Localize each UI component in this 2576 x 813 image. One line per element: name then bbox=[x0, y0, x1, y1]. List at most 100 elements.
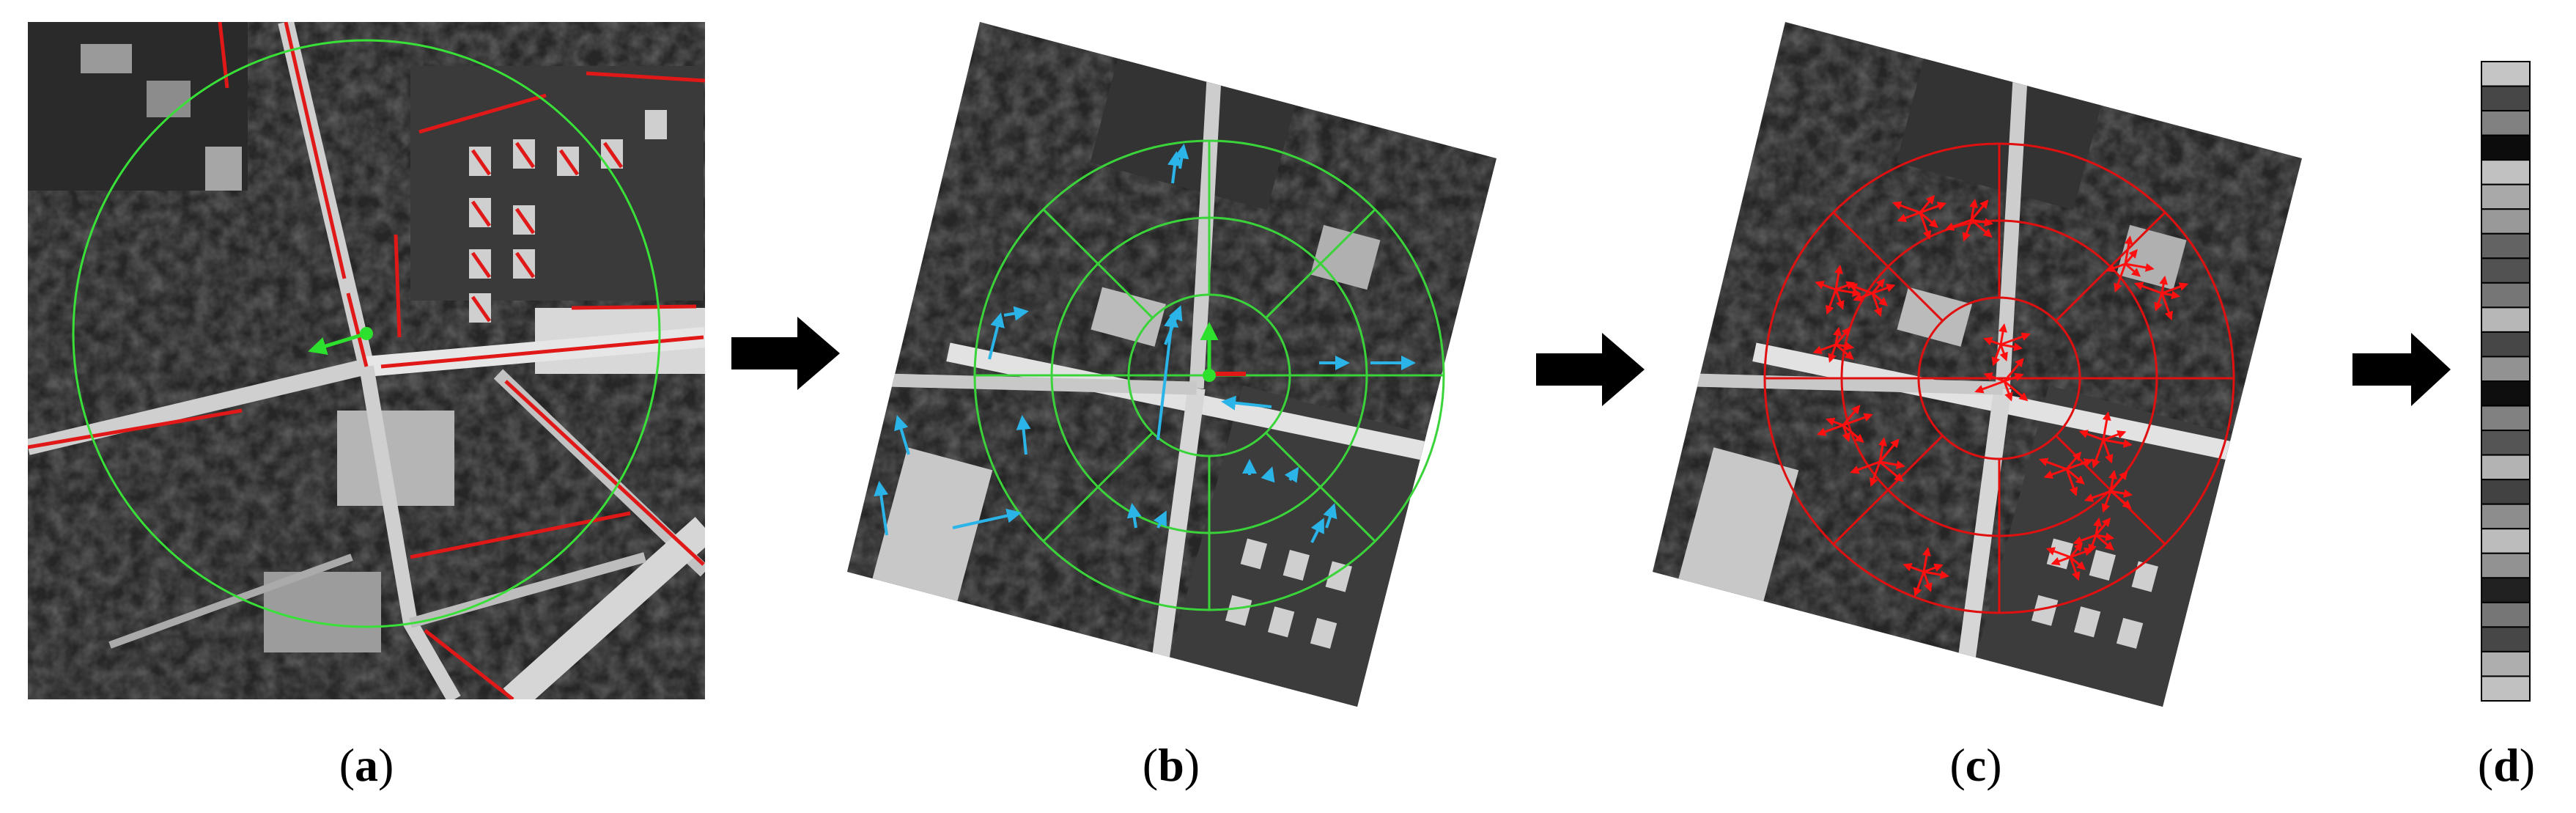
orientation-arrow bbox=[1913, 571, 1925, 597]
orientation-arrow bbox=[1919, 194, 1935, 213]
orientation-arrow bbox=[2045, 547, 2071, 559]
orientation-arrow bbox=[2103, 438, 2133, 448]
orientation-arrow bbox=[2073, 534, 2097, 545]
orientation-arrow bbox=[2003, 358, 2024, 382]
descriptor-cell bbox=[2481, 356, 2531, 383]
orientation-arrow bbox=[2124, 249, 2138, 265]
flow-arrow-ab bbox=[731, 317, 840, 390]
descriptor-cell bbox=[2481, 257, 2531, 284]
descriptor-cell bbox=[2481, 552, 2531, 579]
orientation-arrow bbox=[1878, 438, 1900, 463]
descriptor-cell bbox=[2481, 479, 2531, 505]
orientation-arrow bbox=[1983, 372, 2005, 383]
orientation-arrow bbox=[1850, 460, 1881, 474]
orientation-arrow bbox=[2109, 471, 2128, 492]
orientation-arrow bbox=[1842, 424, 1850, 442]
orientation-arrow bbox=[2078, 430, 2104, 441]
orientation-arrow bbox=[2095, 517, 2111, 536]
orientation-arrow bbox=[2088, 534, 2097, 553]
orientation-arrow bbox=[1833, 326, 1842, 345]
orientation-arrow bbox=[2069, 542, 2083, 558]
descriptor-cell bbox=[2481, 110, 2531, 136]
orientation-arrow bbox=[2124, 235, 2133, 265]
orientation-arrow bbox=[2004, 380, 2029, 402]
orientation-arrow bbox=[2051, 556, 2071, 566]
orientation-arrow bbox=[2065, 451, 2082, 470]
orientation-arrow bbox=[1826, 289, 1837, 315]
orientation-arrow bbox=[2043, 468, 2067, 479]
descriptor-cell bbox=[2481, 331, 2531, 358]
orientation-arrow bbox=[1971, 218, 1993, 238]
descriptor-cell bbox=[2481, 454, 2531, 481]
descriptor-cell bbox=[2481, 675, 2531, 702]
orientation-arrow bbox=[2110, 490, 2132, 509]
orientation-arrow bbox=[1835, 288, 1861, 297]
orientation-arrow bbox=[1919, 211, 1938, 228]
orientation-arrow bbox=[1923, 563, 1944, 573]
orientation-arrow bbox=[1826, 417, 1844, 427]
orientation-arrow bbox=[2004, 372, 2024, 383]
orientation-arrow bbox=[2154, 293, 2163, 312]
orientation-arrow bbox=[1872, 292, 1889, 306]
orientation-arrow bbox=[1872, 284, 1896, 295]
descriptor-vector-d bbox=[2481, 61, 2531, 702]
orientation-arrow bbox=[1870, 461, 1881, 488]
orientation-arrow bbox=[2125, 262, 2155, 272]
orientation-arrow bbox=[2125, 262, 2141, 277]
orientation-arrow bbox=[2114, 263, 2127, 293]
orientation-arrow bbox=[1919, 202, 1947, 214]
orientation-arrow bbox=[1999, 323, 2007, 345]
orientation-arrow bbox=[2102, 411, 2111, 441]
orientation-arrow bbox=[2101, 490, 2112, 513]
orientation-arrow bbox=[2092, 439, 2105, 468]
orientation-arrow bbox=[1970, 199, 1989, 221]
descriptor-cell bbox=[2481, 528, 2531, 554]
orientation-arrow bbox=[1879, 460, 1904, 482]
descriptor-cell bbox=[2481, 626, 2531, 652]
orientation-arrow bbox=[2095, 532, 2115, 542]
orientation-arrow bbox=[2108, 470, 2117, 492]
orientation-arrow bbox=[1922, 547, 1931, 573]
panel-b-image bbox=[847, 22, 1496, 707]
orientation-arrow bbox=[2065, 468, 2078, 497]
orientation-arrow bbox=[1919, 212, 1932, 240]
caption-c: (c) bbox=[1949, 739, 2001, 791]
panel-b: (b) bbox=[847, 22, 1496, 791]
orientation-arrow bbox=[1974, 380, 2005, 394]
orientation-arrow bbox=[1903, 563, 1924, 573]
descriptor-cell bbox=[2481, 405, 2531, 432]
orientation-arrow bbox=[2070, 548, 2094, 559]
orientation-arrow bbox=[1969, 199, 1978, 221]
orientation-arrow bbox=[1983, 336, 2001, 346]
polar-grid-b bbox=[973, 139, 1445, 611]
orientation-arrow bbox=[2093, 517, 2103, 536]
descriptor-cell bbox=[2481, 380, 2531, 407]
orientation-arrow bbox=[1879, 460, 1905, 469]
orientation-arrow bbox=[1923, 570, 1949, 579]
orientation-arrow bbox=[1853, 292, 1873, 302]
caption-b: (b) bbox=[1143, 739, 1200, 791]
panel-d: (d) bbox=[2478, 61, 2535, 791]
orientation-arrow bbox=[1944, 218, 1972, 231]
orientation-arrow bbox=[1892, 201, 1921, 214]
orientation-arrow bbox=[1871, 293, 1883, 317]
orientation-arrow bbox=[2160, 293, 2174, 321]
descriptor-cell bbox=[2481, 134, 2531, 161]
orientation-arrow bbox=[2066, 468, 2085, 485]
orientation-arrow bbox=[2070, 556, 2086, 570]
orientation-arrow bbox=[2102, 439, 2114, 464]
orientation-histograms-c bbox=[1812, 194, 2189, 597]
orientation-arrow bbox=[1842, 424, 1864, 444]
orientation-arrow bbox=[2000, 332, 2031, 346]
descriptor-cell bbox=[2481, 282, 2531, 309]
orientation-arrow bbox=[2161, 282, 2189, 295]
flow-arrow-bc bbox=[1536, 333, 1645, 406]
orientation-arrow bbox=[1991, 344, 2002, 367]
orientation-arrow bbox=[2039, 457, 2067, 471]
descriptor-cell bbox=[2481, 232, 2531, 260]
orientation-arrow bbox=[2069, 556, 2081, 581]
orientation-arrow bbox=[1834, 289, 1845, 310]
orientation-arrow bbox=[2161, 290, 2181, 300]
keypoint-b bbox=[1200, 322, 1219, 382]
